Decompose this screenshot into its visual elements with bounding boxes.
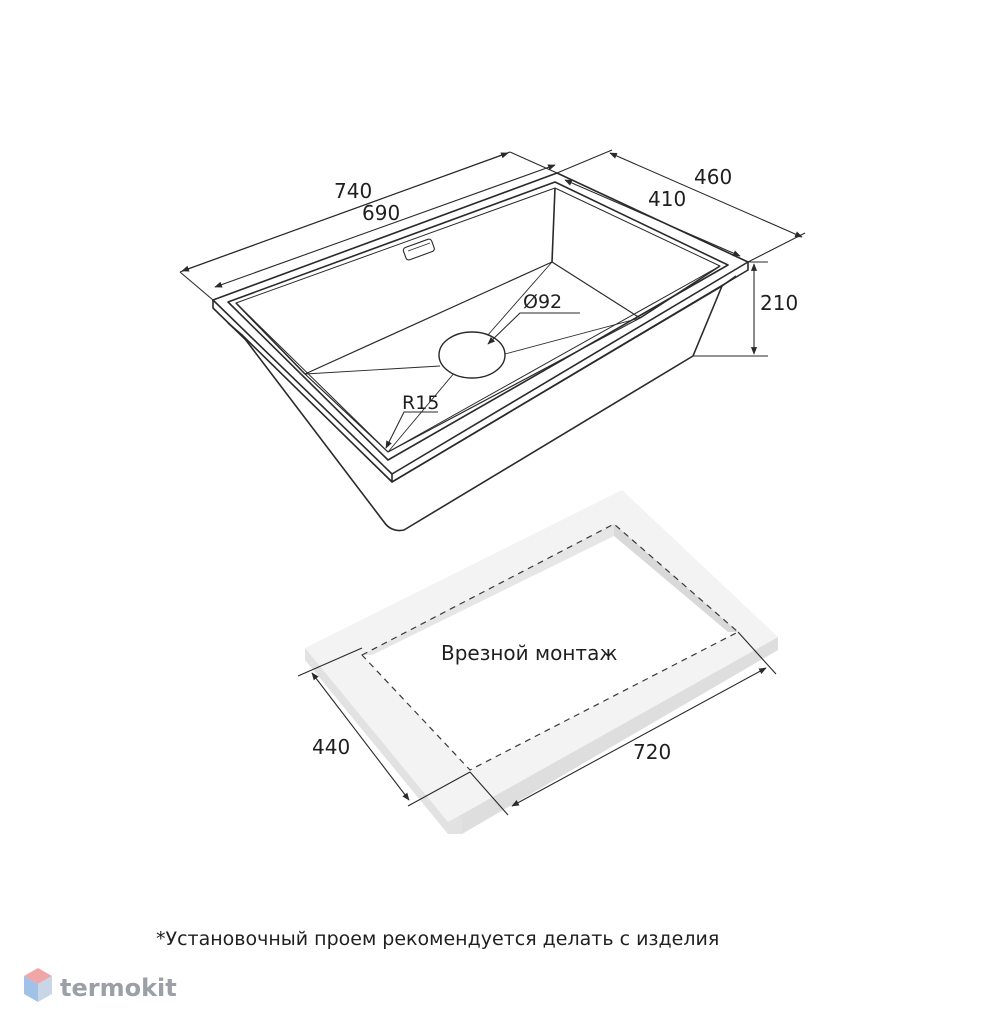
installation-footnote: *Установочный проем рекомендуется делать… [156, 928, 720, 950]
logo-text: termokit [60, 974, 177, 1002]
termokit-logo: termokit [24, 968, 177, 1002]
cutout-title: Врезной монтаж [441, 641, 617, 665]
dim-depth: 210 [760, 291, 798, 315]
cutout-labels: Врезной монтаж 440 720 [312, 641, 671, 764]
sink-dimension-lines [179, 149, 806, 449]
dim-cutout-width: 440 [312, 735, 350, 759]
dim-drain-diameter: Ø92 [523, 291, 562, 313]
dim-inner-length: 690 [362, 201, 400, 225]
dim-inner-width: 410 [648, 187, 686, 211]
dim-corner-radius: R15 [402, 392, 439, 414]
dim-overall-width: 460 [694, 165, 732, 189]
sink-dimension-labels: 740 690 460 410 210 Ø92 R15 [334, 165, 798, 414]
cutout-dimension-lines [297, 631, 777, 816]
sink-body [212, 172, 749, 532]
dim-cutout-length: 720 [633, 740, 671, 764]
dim-overall-length: 740 [334, 179, 372, 203]
cube-logo-icon [24, 968, 52, 1002]
